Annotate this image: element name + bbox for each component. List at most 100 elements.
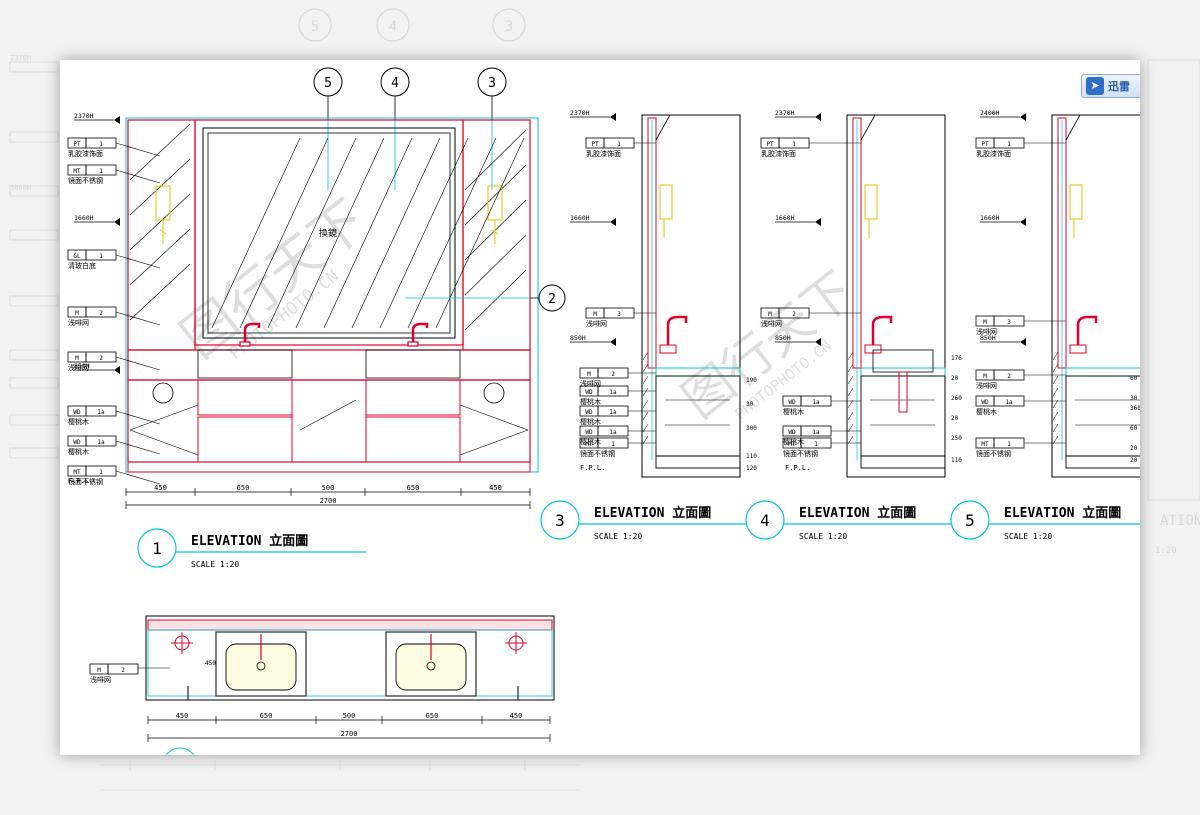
tag-name: 樱桃木 — [580, 417, 601, 426]
center-cabinet — [291, 379, 367, 463]
mirror-inner — [207, 132, 451, 334]
mirror-hatch — [351, 137, 441, 329]
wall-sconce-icon — [1069, 184, 1083, 220]
tag-num: 1 — [99, 141, 103, 148]
tag-code: M — [75, 310, 79, 317]
tag-code: M — [97, 667, 101, 674]
wall-hatch — [642, 363, 649, 373]
cabinet-body — [1065, 375, 1140, 457]
tag-num: 1 — [99, 253, 103, 260]
tag-code: PT — [766, 141, 774, 148]
xunlei-badge[interactable]: ➤ 迅雷 — [1081, 74, 1140, 98]
tag-num: 1 — [792, 141, 796, 148]
title-number-circle — [137, 528, 177, 568]
vanity-cabinet — [127, 379, 531, 463]
title-number-circle — [950, 500, 990, 540]
tag-num: 2 — [99, 355, 103, 362]
wall-hatch — [847, 375, 854, 385]
glass-hatch — [129, 263, 191, 321]
tag-num: 1a — [97, 439, 105, 446]
dim-value: 60 — [1130, 375, 1138, 382]
dim-value: 300 — [746, 425, 757, 432]
tag-leader — [115, 356, 161, 371]
callout-circle — [477, 67, 507, 97]
right-side-panel — [462, 119, 531, 351]
height-850: 850H — [74, 362, 120, 374]
tag-name: 浅啡网 — [90, 675, 111, 684]
height-1660: 1660H — [775, 214, 821, 226]
tag-name: 浅啡网 — [68, 318, 89, 327]
tag-leader — [115, 254, 161, 269]
title-scale: SCALE 1:20 — [594, 532, 642, 541]
height-top: 2370H — [775, 109, 821, 121]
section-callout-5: 5 — [313, 67, 343, 97]
height-label: 1660H — [74, 214, 94, 222]
tag-name: 浅啡网 — [976, 327, 997, 336]
dim-value: 60 — [1130, 425, 1138, 432]
wall-hatch — [642, 387, 649, 397]
tag-name: 清玻白底 — [68, 261, 96, 270]
left-towel-ring-icon — [152, 382, 174, 404]
glass-hatch — [129, 123, 191, 181]
tag-name: 樱桃木 — [68, 417, 89, 426]
wall-hatch — [847, 387, 854, 397]
tag-leader — [115, 410, 161, 425]
ghost-tag-box — [9, 447, 59, 459]
tag-num: 1a — [609, 389, 617, 396]
section-callout-2: 2 — [538, 284, 566, 312]
dim-value: 250 — [951, 435, 962, 442]
mirror-hatch — [211, 137, 301, 329]
height-850: 850H — [775, 334, 821, 346]
dim-value: 120 — [746, 465, 757, 472]
tag-code: WD — [981, 399, 989, 406]
tag-name: 乳胶漆饰面 — [586, 149, 621, 158]
dim-value: 450 — [176, 712, 189, 720]
tag-leader — [115, 311, 161, 326]
dim-value: 450 — [154, 484, 167, 492]
cabinet-plinth — [655, 455, 741, 469]
callout-number: 2 — [548, 292, 556, 307]
tag-num: 3 — [1007, 319, 1011, 326]
ghost-tag-box — [9, 185, 59, 197]
tag-code: WD — [788, 399, 796, 406]
faucet-base — [407, 341, 419, 347]
ghost-tag-box — [9, 349, 59, 361]
wall-hatch — [847, 363, 854, 373]
mirror-hatch — [267, 137, 357, 329]
tag-leader — [115, 470, 161, 485]
tag-num: 2 — [611, 371, 615, 378]
tag-name: 樱桃木 — [68, 447, 89, 456]
tag-num: 2 — [1007, 373, 1011, 380]
drain-pipe — [898, 371, 908, 413]
mirror-hatch — [323, 137, 413, 329]
basin-section — [872, 349, 934, 373]
dim-value: 190 — [746, 377, 757, 384]
dim-value: 500 — [343, 712, 356, 720]
drain-icon — [426, 661, 436, 671]
tag-code: M — [983, 319, 987, 326]
tag-code: WD — [788, 429, 796, 436]
tag-code: MT — [788, 441, 796, 448]
dim-value: 176 — [951, 355, 962, 362]
tag-leader — [115, 142, 161, 157]
ghost-panel — [1147, 59, 1200, 501]
wall-hatch — [1052, 399, 1059, 409]
ghost-title-fragment: ATION — [1160, 513, 1200, 529]
dim-value: 650 — [407, 484, 420, 492]
height-label: 2370H — [775, 109, 795, 117]
tag-num: 1 — [99, 469, 103, 476]
wall-hatch — [847, 435, 854, 445]
height-1660: 1660H — [980, 214, 1026, 226]
